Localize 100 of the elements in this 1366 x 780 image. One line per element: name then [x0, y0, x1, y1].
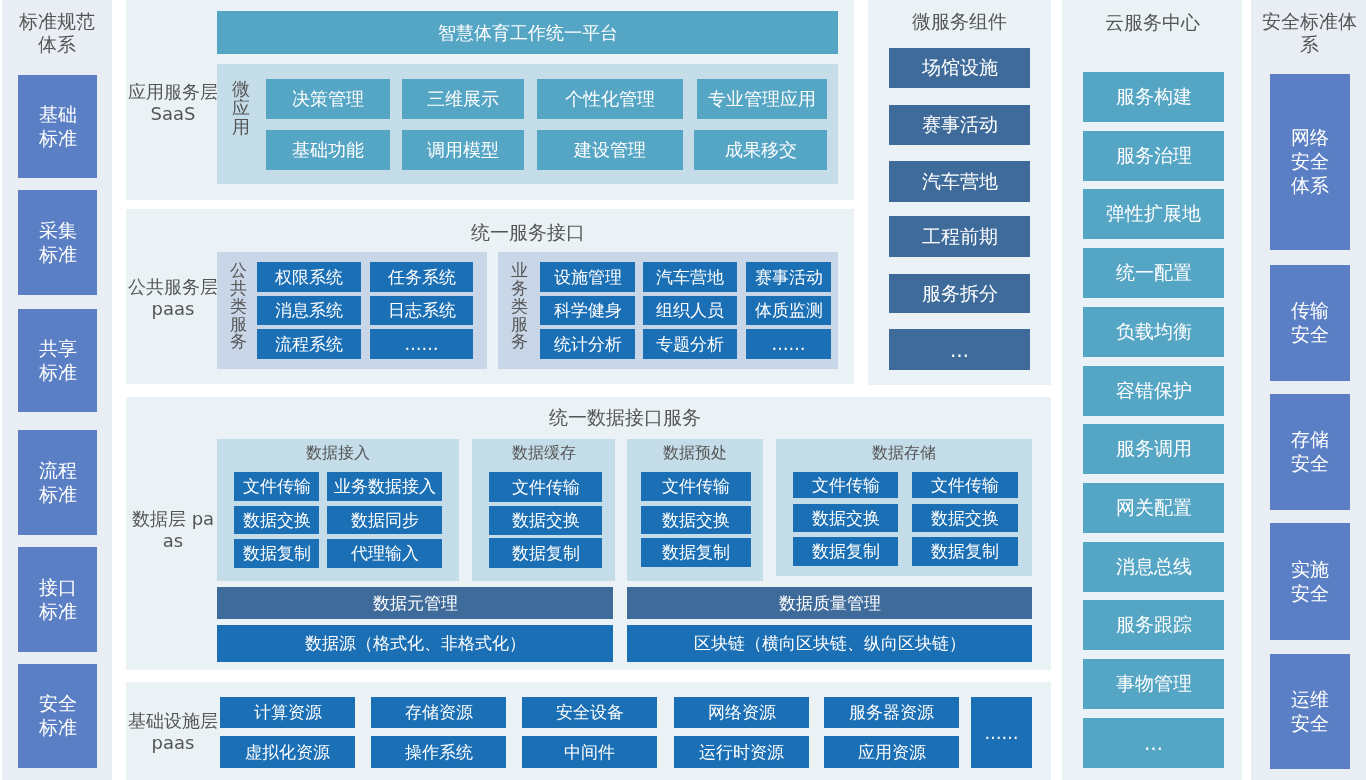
- module-tile: 成果移交: [694, 130, 827, 170]
- panel-heading: 应用服务层 SaaS: [127, 80, 219, 126]
- layer-label: 数据层 paas: [130, 507, 216, 553]
- panel-heading: 数据接入: [305, 442, 371, 465]
- module-tile: 运维安全: [1270, 654, 1350, 769]
- module-tile: 体质监测: [746, 296, 831, 325]
- group-panel: [217, 439, 459, 581]
- module-tile: 数据同步: [327, 506, 442, 534]
- module-tile: 文件传输: [234, 472, 319, 501]
- module-tile: 传输安全: [1270, 265, 1350, 381]
- module-tile: 专题分析: [643, 329, 737, 359]
- module-tile: 日志系统: [370, 296, 473, 325]
- module-tile: 个性化管理: [537, 79, 683, 119]
- module-tile: 文件传输: [912, 472, 1018, 498]
- module-tile: 数据复制: [489, 538, 602, 568]
- module-tile: 安全设备: [522, 697, 657, 728]
- module-tile: 实施安全: [1270, 523, 1350, 640]
- layer-panel: [2, 0, 112, 780]
- module-tile: 建设管理: [537, 130, 683, 170]
- layer-panel: [868, 0, 1051, 385]
- layer-panel: [1062, 0, 1242, 780]
- module-tile: 数据交换: [641, 506, 751, 534]
- module-tile: 采集标准: [18, 190, 97, 295]
- group-panel: [498, 252, 838, 369]
- module-tile: 代理输入: [327, 539, 442, 568]
- layer-panel: [126, 209, 854, 384]
- layer-panel: [1251, 0, 1366, 780]
- module-tile: 数据交换: [234, 506, 319, 534]
- module-tile: 虚拟化资源: [220, 736, 355, 768]
- module-tile: 工程前期: [889, 216, 1030, 257]
- group-panel: [627, 439, 763, 581]
- module-tile: 权限系统: [257, 262, 361, 292]
- panel-heading: 数据存储: [871, 442, 937, 465]
- module-tile: 智慧体育工作统一平台: [217, 11, 838, 54]
- module-tile: 弹性扩展地: [1083, 189, 1224, 240]
- module-tile: 消息总线: [1083, 541, 1224, 592]
- module-tile: 操作系统: [371, 736, 506, 768]
- module-tile: ……: [370, 329, 473, 359]
- group-panel: [217, 252, 487, 369]
- module-tile: 基础功能: [266, 130, 390, 170]
- layer-panel: [126, 682, 1051, 780]
- module-tile: 决策管理: [266, 79, 390, 119]
- module-tile: 应用资源: [824, 736, 959, 768]
- module-tile: 数据交换: [793, 504, 898, 532]
- module-tile: 统一配置: [1083, 248, 1224, 299]
- module-tile: 数据交换: [489, 506, 602, 535]
- module-tile: 流程系统: [257, 329, 361, 359]
- panel-heading: 公共类服务: [228, 262, 248, 352]
- module-tile: 服务拆分: [889, 274, 1030, 313]
- module-tile: 基础标准: [18, 75, 97, 178]
- layer-panel: [126, 0, 854, 200]
- module-tile: 网关配置: [1083, 482, 1224, 533]
- module-tile: 数据元管理: [217, 587, 613, 619]
- module-tile: 数据复制: [912, 537, 1018, 566]
- module-tile: 文件传输: [641, 472, 751, 501]
- module-tile: 三维展示: [402, 79, 524, 119]
- module-tile: 调用模型: [402, 130, 524, 170]
- module-tile: 专业管理应用: [697, 79, 827, 119]
- module-tile: 运行时资源: [674, 736, 809, 768]
- panel-heading: 云服务中心: [1103, 9, 1201, 35]
- panel-heading: 数据预处: [662, 442, 728, 465]
- module-tile: 数据复制: [234, 539, 319, 568]
- module-tile: 服务构建: [1083, 72, 1224, 122]
- module-tile: 网络安全体系: [1270, 74, 1350, 250]
- layer-panel: [126, 397, 1051, 670]
- module-tile: 消息系统: [257, 296, 361, 325]
- panel-heading: 安全标准体系: [1260, 8, 1358, 57]
- module-tile: 负载均衡: [1083, 306, 1224, 357]
- panel-heading: 标准规范体系: [18, 8, 96, 57]
- module-tile: 科学健身: [540, 296, 635, 325]
- panel-heading: 基础设施层 paas: [127, 709, 219, 755]
- module-tile: 接口标准: [18, 547, 97, 652]
- module-tile: 服务调用: [1083, 424, 1224, 475]
- module-tile: ……: [746, 329, 831, 359]
- module-tile: 汽车营地: [643, 262, 737, 292]
- module-tile: 中间件: [522, 736, 657, 768]
- module-tile: 数据复制: [793, 537, 898, 566]
- module-tile: 场馆设施: [889, 48, 1030, 88]
- module-tile: ……: [971, 697, 1032, 768]
- module-tile: 赛事活动: [746, 262, 831, 292]
- group-panel: [217, 64, 838, 184]
- module-tile: 文件传输: [793, 472, 898, 498]
- module-tile: 数据源（格式化、非格式化）: [217, 625, 613, 662]
- panel-heading: 微服务组件: [911, 8, 1008, 34]
- module-tile: 服务治理: [1083, 130, 1224, 181]
- layer-label: 公共服务层 paas: [127, 275, 219, 321]
- module-tile: 数据复制: [641, 538, 751, 567]
- module-tile: 服务器资源: [824, 697, 959, 728]
- module-tile: 网络资源: [674, 697, 809, 728]
- module-tile: 赛事活动: [889, 105, 1030, 145]
- module-tile: 服务跟踪: [1083, 600, 1224, 651]
- module-tile: 流程标准: [18, 430, 97, 535]
- module-tile: 数据交换: [912, 504, 1018, 532]
- section-heading: 统一数据接口服务: [547, 404, 702, 430]
- module-tile: 统计分析: [540, 329, 635, 359]
- module-tile: 设施管理: [540, 262, 635, 292]
- module-tile: 文件传输: [489, 472, 602, 502]
- panel-heading: 业务类服务: [509, 262, 529, 352]
- module-tile: 业务数据接入: [327, 472, 442, 501]
- panel-heading: 数据缓存: [510, 442, 577, 465]
